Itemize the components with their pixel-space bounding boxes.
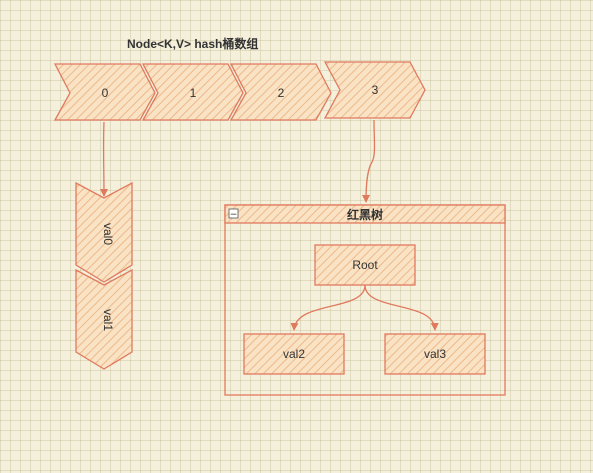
collapse-icon[interactable]: − xyxy=(228,208,239,220)
bucket-0: 0 xyxy=(53,63,156,121)
root-to-val2-arrow xyxy=(290,284,366,331)
collapse-symbol: − xyxy=(230,210,238,220)
list-node-label: val0 xyxy=(101,223,115,245)
tree-node-root: Root xyxy=(314,244,416,286)
tree-node-label: Root xyxy=(352,258,378,272)
bucket-label: 0 xyxy=(102,86,109,100)
bucket-2: 2 xyxy=(229,63,332,121)
bucket-label: 3 xyxy=(372,83,379,97)
bucket3-to-tree-arrow xyxy=(362,119,376,203)
bucket-3: 3 xyxy=(323,61,426,119)
tree-node-val3: val3 xyxy=(384,333,486,375)
bucket-label: 1 xyxy=(190,86,197,100)
tree-container-title: 红黑树 xyxy=(347,207,383,222)
array-title: Node<K,V> hash桶数组 xyxy=(127,36,258,51)
list-node-val0: val0 xyxy=(75,181,133,283)
tree-node-label: val3 xyxy=(424,347,446,361)
list-node-val1: val1 xyxy=(75,268,133,370)
bucket-label: 2 xyxy=(278,86,285,100)
tree-node-label: val2 xyxy=(283,347,305,361)
tree-container-header xyxy=(224,204,506,224)
bucket-1: 1 xyxy=(141,63,244,121)
root-to-val3-arrow xyxy=(364,284,439,331)
tree-container: − 红黑树 xyxy=(224,204,506,396)
list-node-label: val1 xyxy=(101,309,115,331)
tree-node-val2: val2 xyxy=(243,333,345,375)
